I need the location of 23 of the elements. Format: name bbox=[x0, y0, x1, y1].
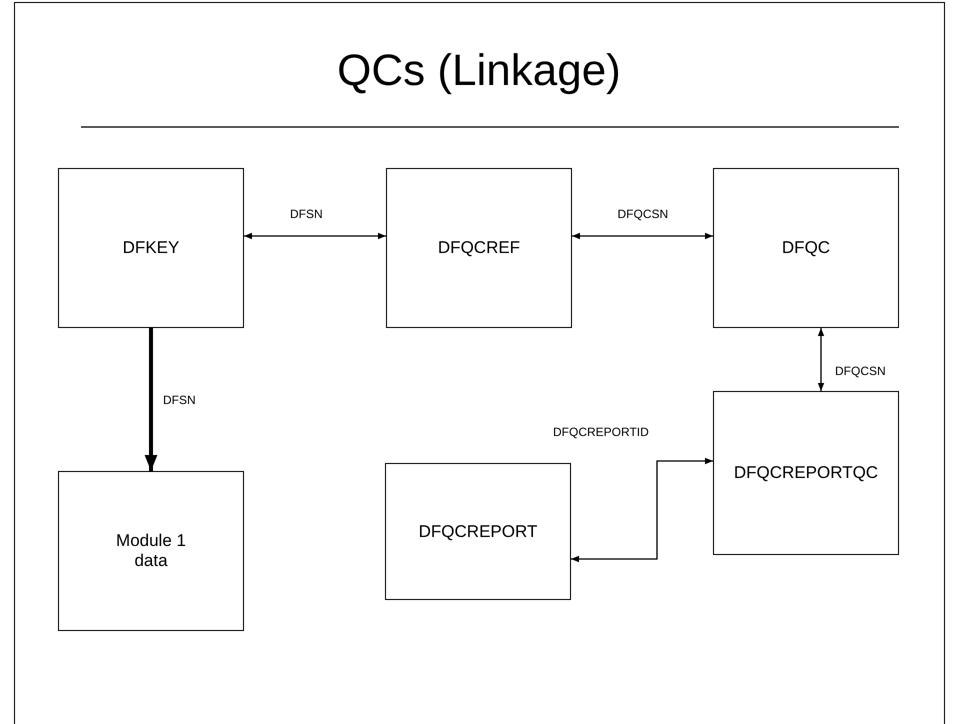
entity-box bbox=[713, 168, 899, 328]
entity-box bbox=[385, 463, 571, 600]
box-label: DFQCREPORTQC bbox=[734, 463, 878, 483]
box-label: DFQC bbox=[782, 238, 830, 258]
box-label: Module 1 data bbox=[115, 531, 187, 571]
arrow bbox=[572, 232, 713, 240]
edge-label: DFQCSN bbox=[618, 207, 668, 221]
entity-box bbox=[386, 168, 572, 328]
arrow bbox=[571, 458, 713, 562]
box-label: DFKEY bbox=[122, 238, 180, 258]
box-label: DFQCREF bbox=[438, 238, 520, 258]
arrow bbox=[244, 232, 386, 240]
entity-box bbox=[58, 168, 244, 328]
title: QCs (Linkage) bbox=[336, 46, 622, 96]
entity-box bbox=[58, 471, 244, 631]
arrow bbox=[818, 328, 824, 391]
edge-label: DFQCSN bbox=[835, 364, 886, 378]
arrow bbox=[144, 328, 158, 471]
edge-label: DFSN bbox=[163, 392, 196, 406]
edge-label: DFQCREPORTID bbox=[553, 425, 649, 439]
box-label: DFQCREPORT bbox=[418, 522, 538, 542]
edge-label: DFSN bbox=[290, 207, 323, 221]
entity-box bbox=[713, 391, 899, 555]
